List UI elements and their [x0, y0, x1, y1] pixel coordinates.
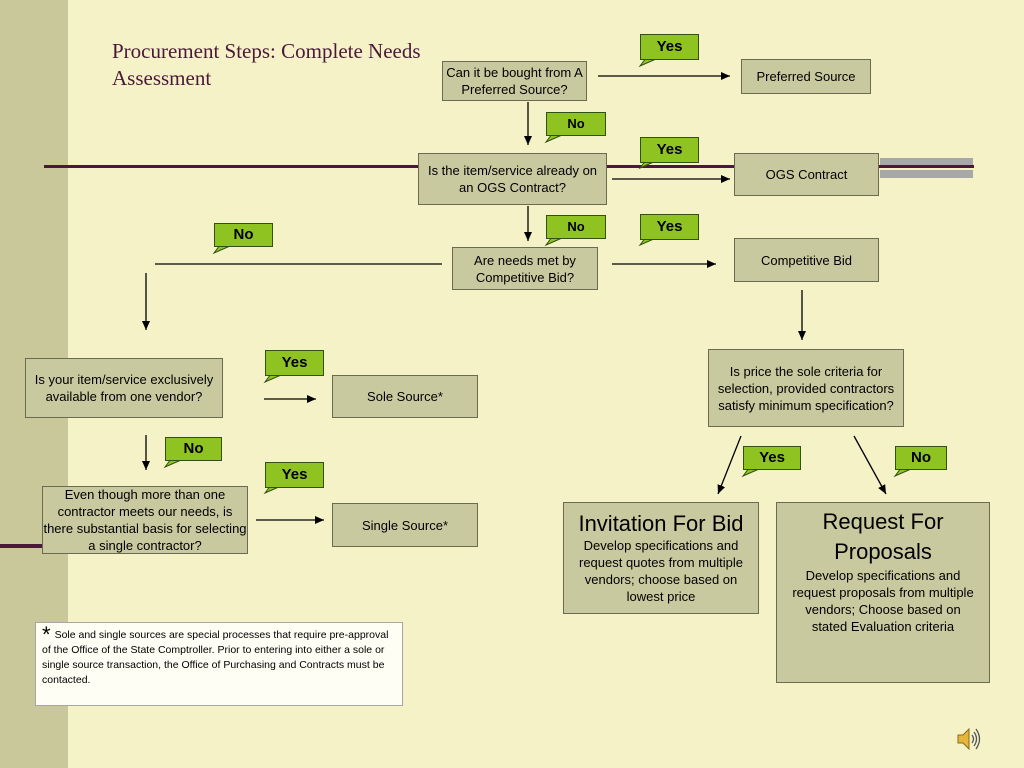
no-label-rfp: No: [895, 446, 947, 470]
speaker-icon-graphic: [957, 727, 981, 751]
rfp-title: Request For Proposals: [822, 509, 944, 564]
speaker-icon[interactable]: [955, 725, 983, 753]
footnote-text: Sole and single sources are special proc…: [42, 629, 389, 686]
node-single-contractor-question: Even though more than one contractor mee…: [42, 486, 248, 554]
arrow-q6-rfp: [853, 435, 887, 495]
rfp-body: Develop specifications and request propo…: [792, 568, 974, 634]
yes-label-ifb: Yes: [743, 446, 801, 470]
node-preferred-source: Preferred Source: [741, 59, 871, 94]
no-label-ogs: No: [546, 215, 606, 239]
gray-band-bottom: [880, 170, 973, 178]
yes-label-ogs: Yes: [640, 137, 699, 163]
no-label-competitive: No: [214, 223, 273, 247]
footnote-asterisk: *: [42, 622, 51, 647]
yes-label-preferred: Yes: [640, 34, 699, 60]
page-title: Procurement Steps: Complete Needs Assess…: [112, 39, 421, 90]
node-invitation-for-bid: Invitation For Bid Develop specification…: [563, 502, 759, 614]
node-price-criteria-question: Is price the sole criteria for selection…: [708, 349, 904, 427]
yes-label-competitive: Yes: [640, 214, 699, 240]
yes-label-sole: Yes: [265, 350, 324, 376]
arrow-q6-ifb: [717, 435, 742, 495]
ifb-body: Develop specifications and request quote…: [578, 538, 744, 604]
gray-band-top: [880, 158, 973, 165]
node-request-for-proposals: Request For Proposals Develop specificat…: [776, 502, 990, 683]
node-single-source: Single Source*: [332, 503, 478, 547]
node-sole-source: Sole Source*: [332, 375, 478, 418]
no-label-exclusive: No: [165, 437, 222, 461]
ifb-title: Invitation For Bid: [578, 511, 744, 536]
divider-line-left: [0, 544, 44, 548]
node-competitive-question: Are needs met by Competitive Bid?: [452, 247, 598, 290]
node-ogs-contract: OGS Contract: [734, 153, 879, 196]
yes-label-single: Yes: [265, 462, 324, 488]
node-ogs-question: Is the item/service already on an OGS Co…: [418, 153, 607, 205]
node-competitive-bid: Competitive Bid: [734, 238, 879, 282]
node-exclusive-vendor-question: Is your item/service exclusively availab…: [25, 358, 223, 418]
node-preferred-source-question: Can it be bought from A Preferred Source…: [442, 61, 587, 101]
footnote-box: *Sole and single sources are special pro…: [35, 622, 403, 706]
no-label-preferred: No: [546, 112, 606, 136]
